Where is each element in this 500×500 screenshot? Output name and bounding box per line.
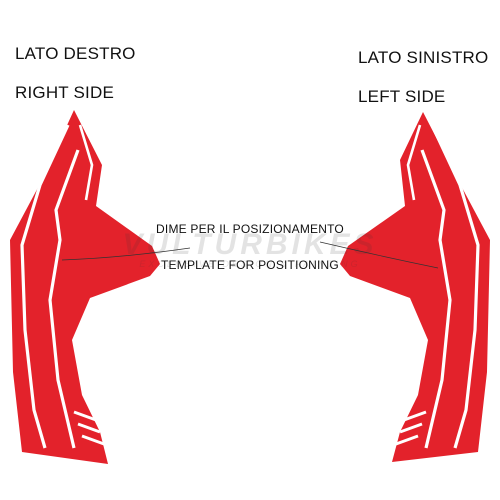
left-decal-white-stripe-upper	[406, 124, 422, 201]
positioning-template-title-italian: DIME PER IL POSIZIONAMENTO	[156, 222, 344, 236]
pointer-line-right	[319, 241, 439, 269]
left-decal-white-stripe-inner	[420, 149, 452, 449]
left-side-label-italian: LATO SINISTRO	[358, 48, 489, 67]
pointer-lines	[61, 241, 439, 269]
positioning-template-title-english: TEMPLATE FOR POSITIONING	[161, 258, 339, 272]
right-decal-white-stripe-inner	[48, 149, 80, 449]
right-side-label-english: RIGHT SIDE	[15, 83, 114, 102]
right-decal-white-stripe-outer	[20, 124, 70, 449]
left-decal-red-shape	[340, 112, 490, 462]
left-decal-slash-marks	[395, 410, 427, 446]
pointer-line-left	[61, 247, 191, 261]
right-side-decal	[10, 110, 160, 464]
left-decal-white-stripe-outer	[430, 124, 480, 449]
left-side-label-english: LEFT SIDE	[358, 87, 446, 106]
right-decal-slash-marks	[73, 410, 105, 446]
right-side-label-italian: LATO DESTRO	[15, 44, 136, 63]
right-decal-white-stripe-upper	[78, 124, 94, 201]
right-decal-red-shape	[10, 110, 160, 464]
left-side-decal	[340, 112, 490, 462]
